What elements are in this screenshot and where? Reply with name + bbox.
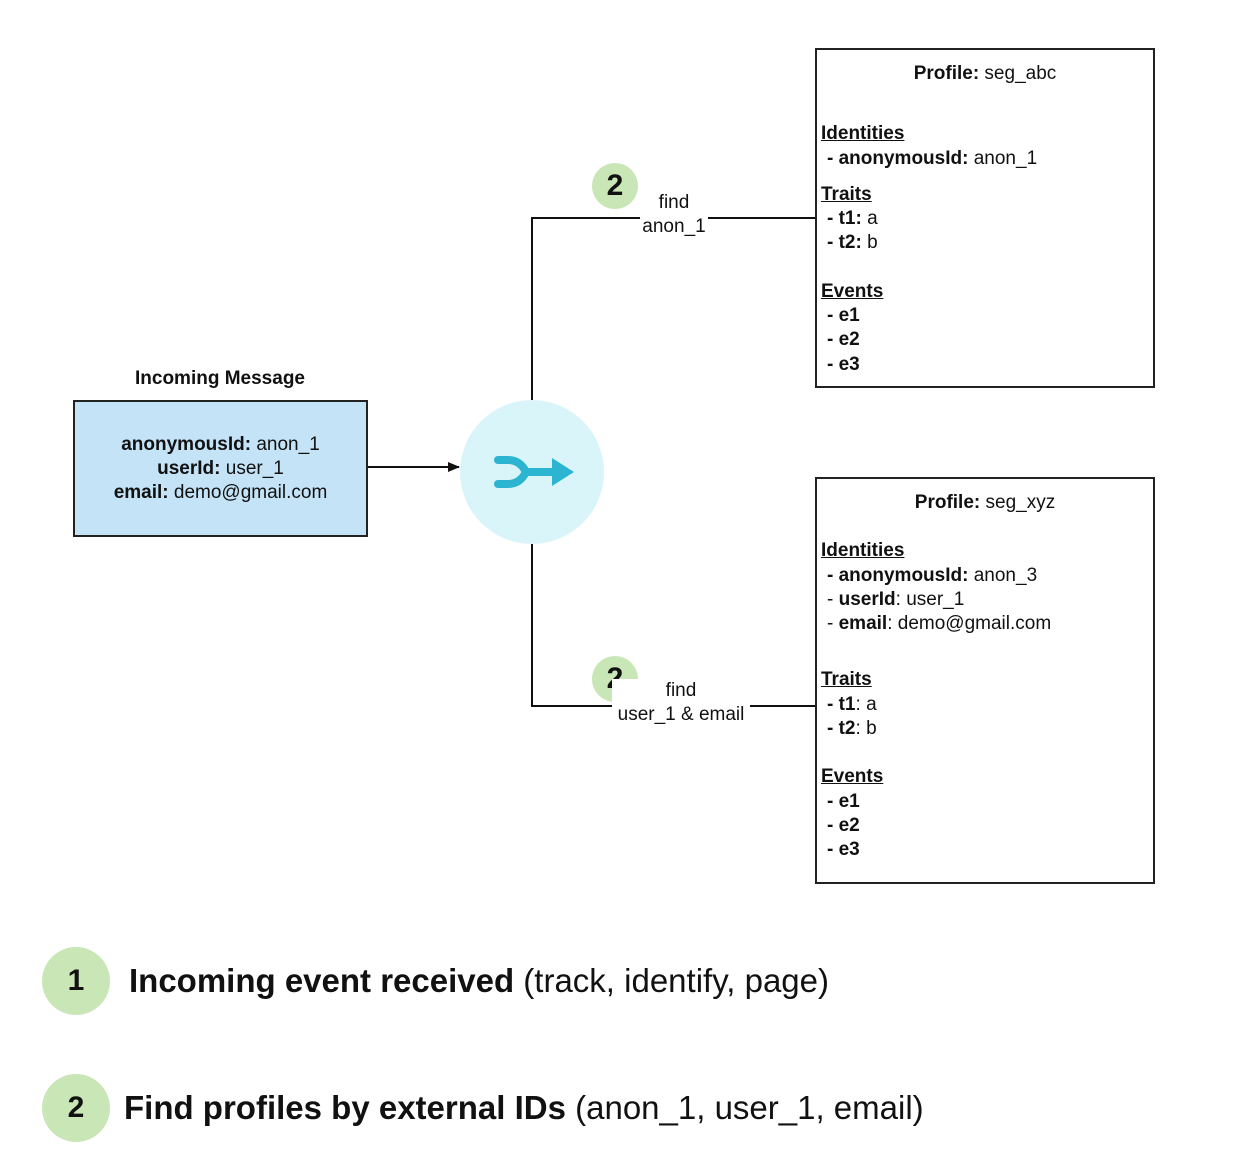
message-field-user-id: userId: user_1 (157, 457, 284, 479)
trait-t2: - t2: b (827, 718, 877, 740)
event-e1: - e1 (827, 790, 860, 812)
events-heading: Events (821, 766, 884, 788)
profile-title: Profile: seg_xyz (914, 492, 1056, 513)
profile-seg-abc: Profile: seg_abc Identities - anonymousI… (815, 48, 1155, 388)
identity-user-id: - userId: user_1 (827, 588, 965, 610)
identities-heading: Identities (821, 123, 905, 145)
event-e2: - e2 (827, 329, 860, 351)
edge-label-find-anon: find anon_1 (640, 191, 708, 239)
legend-item-1: 1 Incoming event received (track, identi… (42, 947, 829, 1015)
merge-node (460, 400, 604, 544)
identity-email: - email: demo@gmail.com (827, 613, 1052, 635)
traits-heading: Traits (821, 183, 872, 205)
message-field-email: email: demo@gmail.com (113, 481, 328, 503)
legend-badge-1: 1 (42, 947, 110, 1015)
profile-seg-xyz: Profile: seg_xyz Identities - anonymousI… (815, 477, 1155, 884)
identity-anonymous-id: - anonymousId: anon_3 (827, 564, 1038, 586)
legend-text-2: Find profiles by external IDs (anon_1, u… (124, 1089, 924, 1126)
incoming-message-title: Incoming Message (135, 368, 305, 389)
legend-item-2: 2 Find profiles by external IDs (anon_1,… (42, 1074, 924, 1142)
merge-arrow-icon (494, 456, 574, 488)
trait-t2: - t2: b (827, 232, 878, 254)
events-heading: Events (821, 280, 884, 302)
event-e1: - e1 (827, 305, 860, 327)
edge-to-profile-abc (531, 217, 817, 400)
trait-t1: - t1: a (827, 208, 878, 230)
edge-label-find-user-email: find user_1 & email (612, 679, 750, 727)
identities-heading: Identities (821, 540, 905, 562)
traits-heading: Traits (821, 669, 872, 691)
event-e3: - e3 (827, 353, 860, 375)
event-e3: - e3 (827, 839, 860, 861)
legend-badge-2: 2 (42, 1074, 110, 1142)
step-badge-2-top: 2 (592, 163, 638, 209)
legend-text-1: Incoming event received (track, identify… (129, 962, 829, 999)
message-field-anonymous-id: anonymousId: anon_1 (121, 433, 320, 455)
trait-t1: - t1: a (827, 693, 877, 715)
profile-title: Profile: seg_abc (913, 63, 1057, 84)
incoming-message-box: anonymousId: anon_1 userId: user_1 email… (73, 400, 368, 537)
event-e2: - e2 (827, 814, 860, 836)
identity-anonymous-id: - anonymousId: anon_1 (827, 147, 1038, 169)
